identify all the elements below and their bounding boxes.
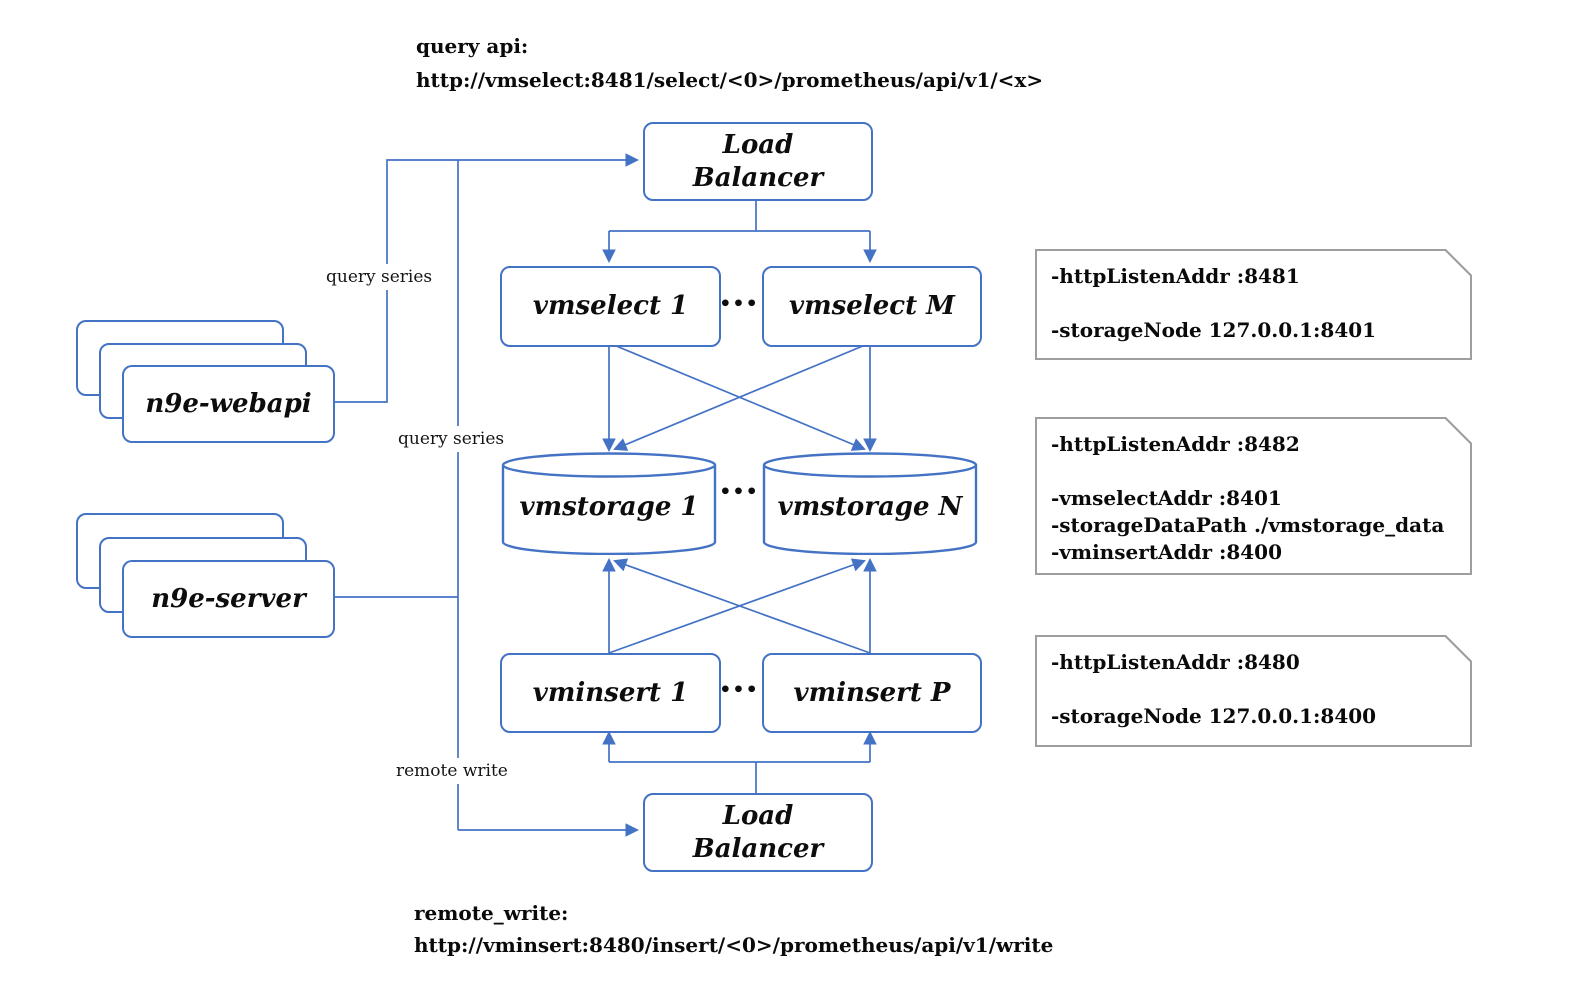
callout-line: -httpListenAddr :8480 xyxy=(1051,650,1300,674)
edge-insert1-storageN xyxy=(608,558,866,654)
callout-line: -vmselectAddr :8401 xyxy=(1051,486,1282,510)
load-balancer-top-node: Load Balancer xyxy=(643,122,873,201)
callout-line: -storageNode 127.0.0.1:8400 xyxy=(1051,704,1377,728)
callout-line: -vminsertAddr :8400 xyxy=(1051,540,1283,564)
vminsert-1-node: vminsert 1 xyxy=(500,653,721,733)
vminsert-p-node: vminsert P xyxy=(762,653,982,733)
edge-insertP-storage1 xyxy=(613,558,871,654)
edge-selectM-storage1 xyxy=(613,342,871,451)
vmstorage-n-node: vmstorage N xyxy=(762,452,978,555)
edge-label-query-series-top: query series xyxy=(318,264,441,290)
n9e-server-node: n9e-server xyxy=(122,560,335,638)
callout-line xyxy=(1051,290,1462,317)
edge-label-query-series-mid: query series xyxy=(390,426,513,452)
load-balancer-bottom-node: Load Balancer xyxy=(643,793,873,872)
callout-line xyxy=(1051,676,1462,703)
vmselect-1-node: vmselect 1 xyxy=(500,266,721,347)
callout-vmstorage-flags: -httpListenAddr :8482 -vmselectAddr :840… xyxy=(1035,417,1472,575)
vmselect-m-node: vmselect M xyxy=(762,266,982,347)
callout-line: -storageDataPath ./vmstorage_data xyxy=(1051,513,1445,537)
vmstorage-1-label: vmstorage 1 xyxy=(519,492,699,522)
load-balancer-bottom-label-line2: Balancer xyxy=(692,833,824,864)
callout-vmstorage-flags-body: -httpListenAddr :8482 -vmselectAddr :840… xyxy=(1037,419,1470,573)
vmstorage-1-node: vmstorage 1 xyxy=(501,452,717,555)
vmstorage-n-label: vmstorage N xyxy=(777,492,963,522)
vminsert-ellipsis: ••• xyxy=(719,679,759,701)
cylinder-shape xyxy=(501,452,717,555)
cylinder-shape xyxy=(762,452,978,555)
callout-line: -httpListenAddr :8482 xyxy=(1051,432,1300,456)
query-api-url: http://vmselect:8481/select/<0>/promethe… xyxy=(416,68,1044,92)
callout-line: -storageNode 127.0.0.1:8401 xyxy=(1051,318,1377,342)
callout-vminsert-flags-body: -httpListenAddr :8480 -storageNode 127.0… xyxy=(1037,637,1470,745)
load-balancer-bottom-label-line1: Load xyxy=(722,800,794,831)
n9e-webapi-node: n9e-webapi xyxy=(122,365,335,443)
edge-label-remote-write: remote write xyxy=(388,758,516,784)
callout-vminsert-flags: -httpListenAddr :8480 -storageNode 127.0… xyxy=(1035,635,1472,747)
query-api-caption: query api: xyxy=(416,34,529,58)
edge-select1-storageN xyxy=(608,342,866,451)
callout-vmselect-flags: -httpListenAddr :8481 -storageNode 127.0… xyxy=(1035,249,1472,360)
callout-line: -httpListenAddr :8481 xyxy=(1051,264,1300,288)
callout-line xyxy=(1051,458,1462,485)
vmselect-ellipsis: ••• xyxy=(719,293,759,315)
vmstorage-ellipsis: ••• xyxy=(719,481,759,503)
load-balancer-top-label-line1: Load xyxy=(722,129,794,160)
callout-vmselect-flags-body: -httpListenAddr :8481 -storageNode 127.0… xyxy=(1037,251,1470,358)
load-balancer-top-label-line2: Balancer xyxy=(692,162,824,193)
remote-write-caption: remote_write: xyxy=(414,901,569,925)
remote-write-url: http://vminsert:8480/insert/<0>/promethe… xyxy=(414,933,1054,957)
